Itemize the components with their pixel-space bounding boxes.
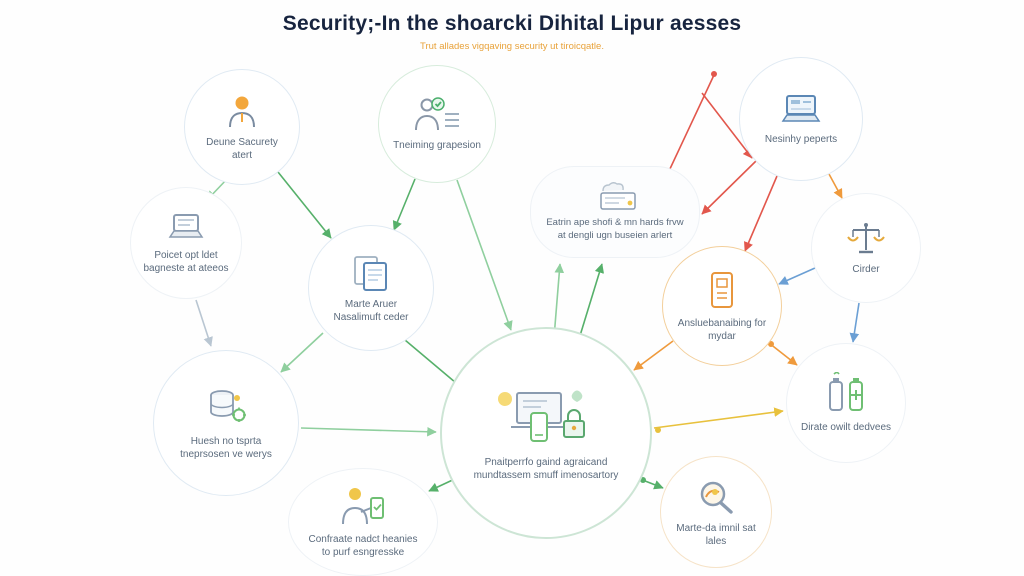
card-cloud-icon xyxy=(585,182,645,212)
node-label: Nesinhy peperts xyxy=(764,134,838,145)
node-devices: Dirate owilt dedvees xyxy=(786,343,906,463)
person-icon xyxy=(222,93,262,131)
node-training: Tneiming grapesion xyxy=(378,65,496,183)
node-onboarding: Ansluebanaibing for mydar xyxy=(662,246,782,366)
page-title: Security;-In the shoarcki Dihital Lipur … xyxy=(282,12,742,35)
devices-lock-icon xyxy=(485,385,607,451)
node-label: Deune Sacurety atert xyxy=(206,136,278,161)
magnifier-icon xyxy=(693,477,739,517)
node-banner: Eatrin ape shofi & mn hards frvw at deng… xyxy=(530,166,700,258)
badge-phone-icon xyxy=(706,270,738,312)
laptop-icon xyxy=(165,212,207,244)
node-label: Tneiming grapesion xyxy=(393,140,481,151)
scales-icon xyxy=(846,220,886,258)
documents-icon xyxy=(349,253,393,293)
node-audit: Marte-da imnil sat lales xyxy=(660,456,772,568)
node-label: Eatrin ape shofi & mn hards frvw at deng… xyxy=(546,217,684,241)
node-label: Marte Aruer Nasalimuft ceder xyxy=(333,298,409,323)
person-phone-icon xyxy=(335,486,391,528)
node-training-servers: Huesh no tsprta tneprsosen ve werys xyxy=(153,350,299,496)
node-label: Cirder xyxy=(852,264,880,275)
node-policy: Poicet opt ldet bagneste at ateeos xyxy=(130,187,242,299)
node-label: Confraate nadct heanies to purf esngress… xyxy=(308,533,418,558)
batteries-icon xyxy=(822,371,870,416)
node-label: Marte-da imnil sat lales xyxy=(676,522,756,547)
node-label: Poicet opt ldet bagneste at ateeos xyxy=(143,249,229,274)
node-label: Pnaitperrfo gaind agraicand mundtassem s… xyxy=(473,456,619,481)
node-label: Huesh no tsprta tneprsosen ve werys xyxy=(180,435,272,460)
person-check-icon xyxy=(411,96,463,134)
node-confirm: Confraate nadct heanies to purf esngress… xyxy=(288,468,438,576)
node-label: Ansluebanaibing for mydar xyxy=(677,317,767,342)
node-label: Dirate owilt dedvees xyxy=(800,422,892,433)
diagram-header: Security;-In the shoarcki Dihital Lipur … xyxy=(0,12,1024,52)
node-reports: Nesinhy peperts xyxy=(739,57,863,181)
node-scales: Cirder xyxy=(811,193,921,303)
node-master-order: Marte Aruer Nasalimuft ceder xyxy=(308,225,434,351)
laptop-icon xyxy=(778,92,824,128)
page-subtitle: Trut allades vigqaving security ut tiroi… xyxy=(420,41,604,52)
database-gear-icon xyxy=(200,386,252,430)
node-center-platform: Pnaitperrfo gaind agraicand mundtassem s… xyxy=(440,327,652,539)
node-security-alert: Deune Sacurety atert xyxy=(184,69,300,185)
